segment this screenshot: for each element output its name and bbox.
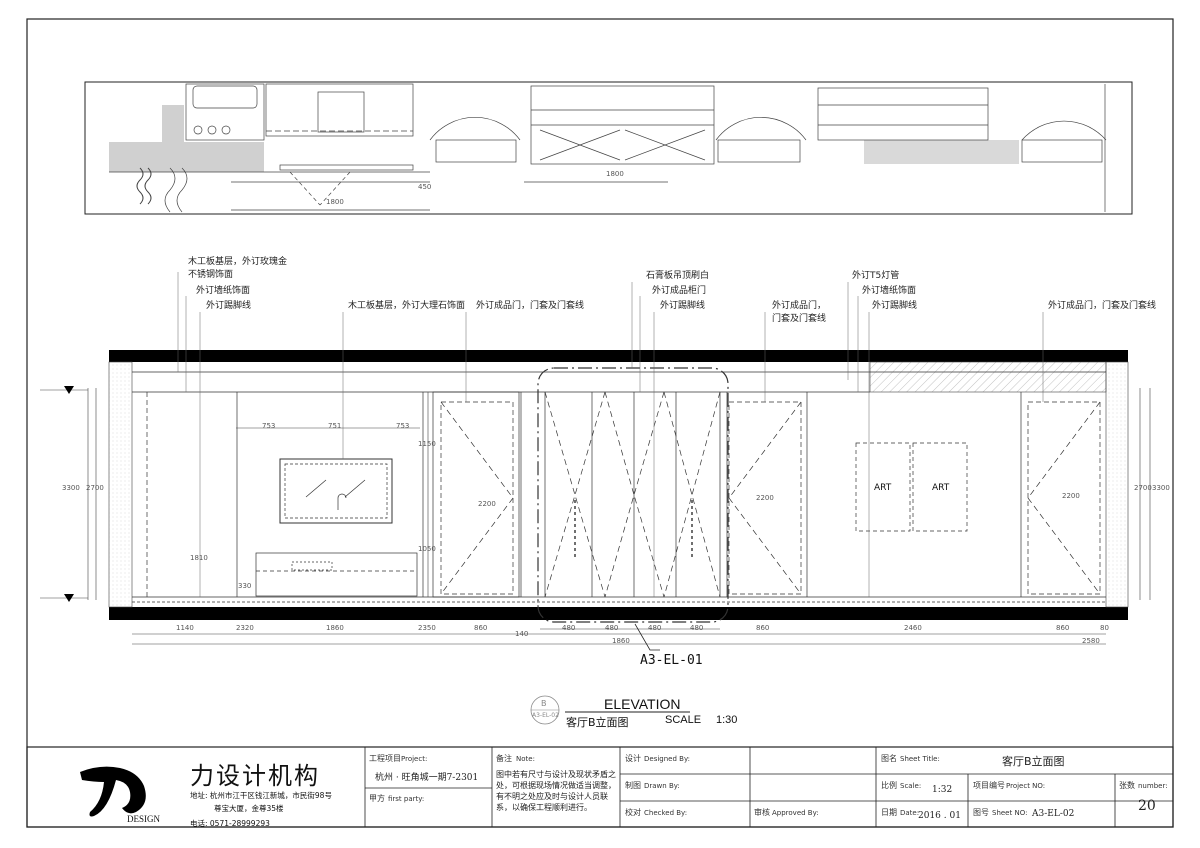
approved-label: 审核 xyxy=(754,808,770,817)
date-label-en: Date: xyxy=(900,809,920,817)
dim-bottom-5: 140 xyxy=(515,630,529,638)
approved-label-en: Approved By: xyxy=(772,809,819,817)
section-tag: A3-EL-01 xyxy=(640,653,703,668)
party-label: 甲方 xyxy=(369,794,385,803)
annotation-door-1: 外订成品门，门套及门套线 xyxy=(476,301,585,311)
annotation-gypsum-ceiling: 石膏板吊顶刷白 xyxy=(646,271,710,281)
dim-bottom-3: 2350 xyxy=(418,624,436,632)
sheet-no-value: A3-EL-02 xyxy=(1032,809,1075,819)
drawn-label-en: Drawn By: xyxy=(644,782,680,790)
party-label-en: first party: xyxy=(388,795,425,803)
dim-bottom-6: 480 xyxy=(562,624,576,632)
dim-vanity-330: 330 xyxy=(238,582,252,590)
project-label-en: Project: xyxy=(401,755,428,763)
annotation-t5-light: 外订T5灯管 xyxy=(852,271,900,281)
elevation-bubble-top: B xyxy=(541,699,547,708)
dim-bottom-7: 480 xyxy=(605,624,619,632)
logo-mark xyxy=(80,766,146,817)
elevation-bubble-bottom: A3-EL-02 xyxy=(532,712,559,719)
annotation-skirting-1: 外订踢脚线 xyxy=(206,301,252,311)
annotation-skirting-3: 外订踢脚线 xyxy=(872,301,918,311)
scale-value: 1:32 xyxy=(932,785,953,795)
project-no-label: 项目编号 xyxy=(973,781,1005,790)
dim-bottom-1: 2320 xyxy=(236,624,254,632)
dim-h-1050: 1050 xyxy=(418,545,436,553)
sheet-no-label: 图号 xyxy=(973,808,989,817)
dim-h-2200a: 2200 xyxy=(478,500,496,508)
dim-h-3300a: 3300 xyxy=(62,484,80,492)
dim-overall-a: 1860 xyxy=(612,637,630,645)
dim-bottom-12: 860 xyxy=(1056,624,1070,632)
note-text: 图中若有尺寸与设计及现状矛盾之处，可根据现场情况做适当调整，有不明之处应及时与设… xyxy=(496,770,616,812)
dim-mirror-w1: 753 xyxy=(262,422,276,430)
project-no-label-en: Project NO: xyxy=(1006,782,1046,790)
sheet-count-value: 20 xyxy=(1138,798,1156,814)
dim-bottom-4: 860 xyxy=(474,624,488,632)
annotation-wallpaper-2: 外订墙纸饰面 xyxy=(862,286,917,296)
title-block-grid xyxy=(26,746,1174,828)
dim-mirror-w2: 751 xyxy=(328,422,342,430)
date-label: 日期 xyxy=(881,808,897,817)
logo-sub: DESIGN xyxy=(127,814,160,824)
note-label-en: Note: xyxy=(516,755,535,763)
dim-h-2200c: 2200 xyxy=(1062,492,1080,500)
plan-view xyxy=(84,81,1133,215)
annotation-wood-rose-gold: 木工板基层，外订玫瑰金不锈钢饰面 xyxy=(188,257,288,280)
annotation-cabinet-door: 外订成品柜门 xyxy=(652,286,707,296)
date-value: 2016 . 01 xyxy=(918,811,961,821)
dim-bottom-8: 480 xyxy=(648,624,662,632)
elevation-title: ELEVATION xyxy=(604,696,681,712)
sheet-count-label-en: number: xyxy=(1138,782,1168,790)
checked-label-en: Checked By: xyxy=(644,809,688,817)
dim-plan-1800b: 1800 xyxy=(326,198,344,206)
sheet-title-value: 客厅B立面图 xyxy=(1002,755,1065,768)
scale-label-en: Scale: xyxy=(900,782,922,790)
dim-h-2700a: 2700 xyxy=(86,484,104,492)
project-label: 工程项目 xyxy=(369,754,401,763)
company-address-2: 尊宝大厦，金尊35楼 xyxy=(214,804,284,813)
elevation-scale-value: 1:30 xyxy=(716,714,738,726)
company-name: 力设计机构 xyxy=(190,762,320,790)
dim-mirror-w3: 753 xyxy=(396,422,410,430)
company-address-1: 地址: 杭州市江干区钱江新城，市民街98号 xyxy=(190,791,332,800)
elevation-subtitle: 客厅B立面图 xyxy=(566,716,629,729)
annotation-wallpaper-1: 外订墙纸饰面 xyxy=(196,286,251,296)
note-label: 备注 xyxy=(496,754,512,763)
drawn-label: 制图 xyxy=(625,781,641,790)
dim-h-2700b: 2700 xyxy=(1134,484,1152,492)
dim-bottom-13: 80 xyxy=(1100,624,1109,632)
art-label-left: ART xyxy=(874,483,892,493)
checked-label: 校对 xyxy=(625,808,641,817)
designed-label: 设计 xyxy=(625,754,641,763)
dim-bottom-9: 480 xyxy=(690,624,704,632)
dim-h-2200b: 2200 xyxy=(756,494,774,502)
annotation-door-3: 外订成品门，门套及门套线 xyxy=(1048,301,1157,311)
annotation-door-2: 外订成品门，门套及门套线 xyxy=(772,301,827,324)
art-label-right: ART xyxy=(932,483,950,493)
dim-h-1150: 1150 xyxy=(418,440,436,448)
designed-label-en: Designed By: xyxy=(644,755,690,763)
company-phone: 电话: 0571-28999293 xyxy=(190,819,270,828)
dim-h-3300b: 3300 xyxy=(1152,484,1170,492)
sheet-count-label: 张数 xyxy=(1119,781,1135,790)
sheet-no-label-en: Sheet NO: xyxy=(992,809,1028,817)
project-value: 杭州 · 旺角城一期7-2301 xyxy=(375,773,479,783)
dim-bottom-2: 1860 xyxy=(326,624,344,632)
dim-bottom-0: 1140 xyxy=(176,624,194,632)
dim-bottom-11: 2460 xyxy=(904,624,922,632)
annotation-wood-marble: 木工板基层，外订大理石饰面 xyxy=(348,301,466,311)
elevation-scale-label: SCALE xyxy=(665,714,702,726)
scale-label: 比例 xyxy=(881,781,897,790)
annotation-skirting-2: 外订踢脚线 xyxy=(660,301,706,311)
sheet-title-label-en: Sheet Title: xyxy=(900,755,940,763)
dim-bottom-10: 860 xyxy=(756,624,770,632)
dim-vanity-1810: 1810 xyxy=(190,554,208,562)
dim-plan-450: 450 xyxy=(418,183,432,191)
dim-plan-1800a: 1800 xyxy=(606,170,624,178)
sheet-title-label: 图名 xyxy=(881,754,897,763)
elevation-view xyxy=(40,272,1151,725)
dim-overall-b: 2580 xyxy=(1082,637,1100,645)
